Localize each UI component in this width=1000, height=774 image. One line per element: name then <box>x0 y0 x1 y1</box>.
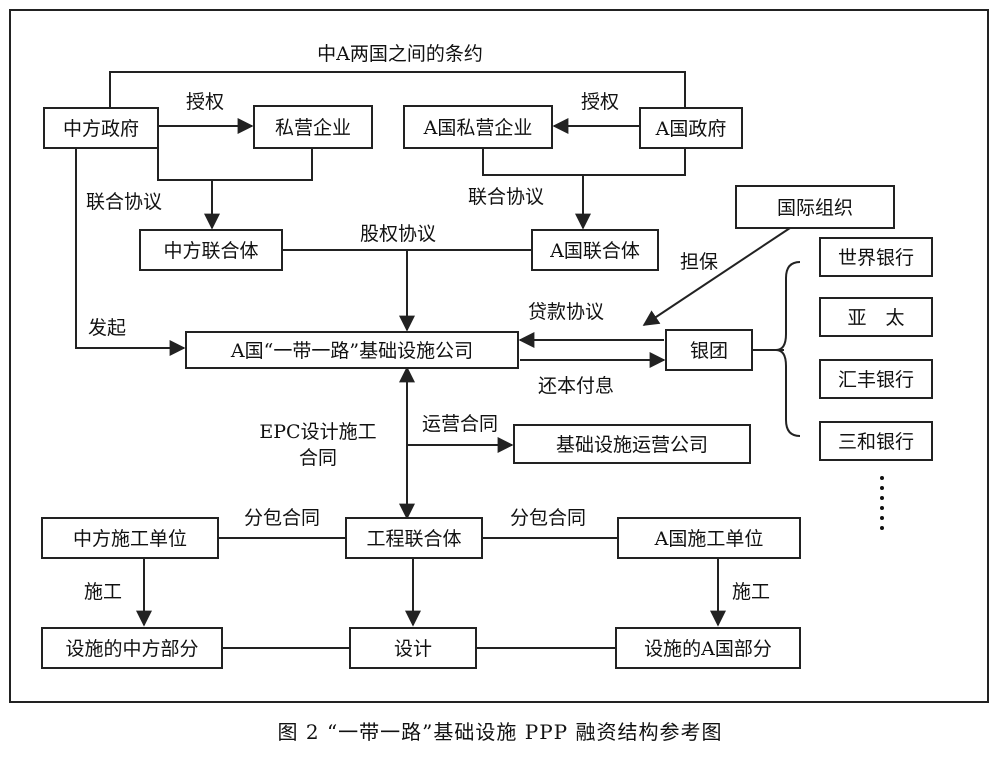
label-treaty: 中A两国之间的条约 <box>317 43 483 65</box>
svg-text:设计: 设计 <box>394 638 432 660</box>
node-a-gov: A国政府 <box>639 107 743 149</box>
label-initiate: 发起 <box>88 317 126 339</box>
label-repayment: 还本付息 <box>538 375 614 397</box>
svg-text:工程联合体: 工程联合体 <box>366 528 461 550</box>
label-epc-line2: 合同 <box>299 447 337 469</box>
more-banks-ellipsis <box>880 476 884 530</box>
node-a-contractor: A国施工单位 <box>617 517 801 559</box>
node-hsbc: 汇丰银行 <box>819 359 933 399</box>
node-a-private-ent: A国私营企业 <box>403 105 553 149</box>
svg-text:中方政府: 中方政府 <box>63 118 139 140</box>
joint-line-left <box>157 148 313 181</box>
node-ops-company: 基础设施运营公司 <box>513 424 751 464</box>
node-private-ent: 私营企业 <box>253 105 373 149</box>
label-joint-left: 联合协议 <box>86 191 162 213</box>
guarantee-arrow <box>642 227 791 326</box>
node-world-bank: 世界银行 <box>819 237 933 277</box>
svg-text:A国私营企业: A国私营企业 <box>423 117 533 139</box>
node-bri-company: A国“一带一路”基础设施公司 <box>185 331 519 369</box>
node-cn-gov: 中方政府 <box>43 107 159 149</box>
label-ops-contract: 运营合同 <box>422 413 498 435</box>
svg-text:A国联合体: A国联合体 <box>549 240 640 262</box>
node-a-part: 设施的A国部分 <box>615 627 801 669</box>
svg-text:中方联合体: 中方联合体 <box>163 240 258 262</box>
node-syndicate: 银团 <box>665 329 753 371</box>
label-authorize-left: 授权 <box>186 91 224 113</box>
label-subcontract-left: 分包合同 <box>244 507 320 529</box>
svg-text:中方施工单位: 中方施工单位 <box>73 528 187 550</box>
svg-text:汇丰银行: 汇丰银行 <box>838 369 914 391</box>
label-equity: 股权协议 <box>360 223 436 245</box>
svg-text:A国政府: A国政府 <box>655 118 727 140</box>
node-design: 设计 <box>349 627 477 669</box>
svg-text:基础设施运营公司: 基础设施运营公司 <box>556 434 708 456</box>
node-sanwa: 三和银行 <box>819 421 933 461</box>
label-loan: 贷款协议 <box>528 301 604 323</box>
label-joint-right: 联合协议 <box>468 186 544 208</box>
node-cn-contractor: 中方施工单位 <box>41 517 219 559</box>
label-authorize-right: 授权 <box>581 91 619 113</box>
svg-text:A国施工单位: A国施工单位 <box>654 528 764 550</box>
initiate-arrow <box>75 148 186 356</box>
bank-bracket <box>775 261 801 437</box>
svg-text:银团: 银团 <box>690 340 728 362</box>
svg-text:世界银行: 世界银行 <box>838 247 914 269</box>
svg-text:亚 太: 亚 太 <box>847 307 904 329</box>
svg-text:三和银行: 三和银行 <box>838 431 914 453</box>
node-asia-pacific: 亚 太 <box>819 297 933 337</box>
label-subcontract-right: 分包合同 <box>510 507 586 529</box>
figure-caption: 图 2 “一带一路”基础设施 PPP 融资结构参考图 <box>277 720 723 744</box>
node-cn-consortium: 中方联合体 <box>139 229 283 271</box>
svg-text:设施的A国部分: 设施的A国部分 <box>644 638 772 660</box>
node-eng-consortium: 工程联合体 <box>345 517 483 559</box>
svg-text:A国“一带一路”基础设施公司: A国“一带一路”基础设施公司 <box>230 340 473 362</box>
node-intl-org: 国际组织 <box>735 185 895 229</box>
treaty-line <box>109 71 686 108</box>
label-construct-left: 施工 <box>84 581 122 603</box>
node-a-consortium: A国联合体 <box>531 229 659 271</box>
node-cn-part: 设施的中方部分 <box>41 627 223 669</box>
svg-text:私营企业: 私营企业 <box>275 117 351 139</box>
svg-text:国际组织: 国际组织 <box>777 197 853 219</box>
label-epc-line1: EPC设计施工 <box>259 421 376 443</box>
svg-text:设施的中方部分: 设施的中方部分 <box>65 638 198 660</box>
label-construct-right: 施工 <box>732 581 770 603</box>
label-guarantee: 担保 <box>680 251 718 273</box>
